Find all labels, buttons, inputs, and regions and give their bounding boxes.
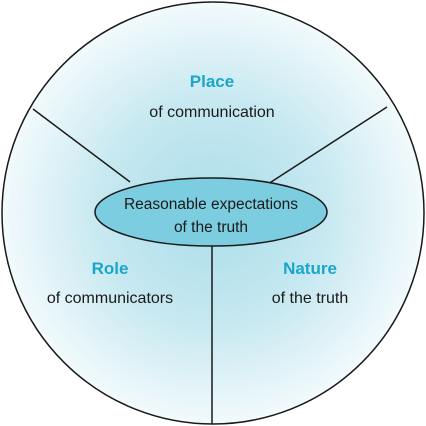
role-subtitle: of communicators (47, 290, 173, 307)
nature-title: Nature (283, 259, 337, 278)
divider-right (267, 106, 388, 185)
center-label-line1: Reasonable expectations (124, 196, 298, 213)
role-title: Role (92, 259, 129, 278)
center-label-line2: of the truth (174, 219, 248, 236)
center-ellipse (94, 177, 328, 247)
place-title: Place (190, 72, 234, 91)
place-subtitle: of communication (149, 104, 274, 121)
nature-subtitle: of the truth (272, 290, 349, 307)
divider-left (32, 108, 131, 183)
